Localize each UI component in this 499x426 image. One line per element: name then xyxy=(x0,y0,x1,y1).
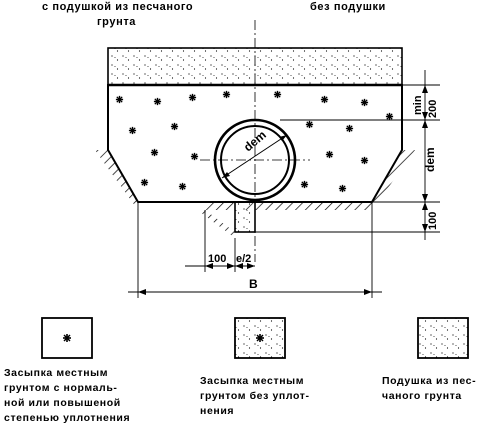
right-dimension-lines xyxy=(235,70,440,240)
legend-caption-uncompacted: Засыпка местным грунтом без уплот- нения xyxy=(200,375,310,417)
min-cover-label: min xyxy=(412,95,424,115)
bottom-dimension-lines xyxy=(128,202,382,298)
legend-swatch-sand xyxy=(417,317,469,359)
trench-depth-label: dem xyxy=(423,147,437,172)
sand-cushion xyxy=(234,201,256,233)
header-with-cushion: с подушкой из песчаного грунта xyxy=(42,1,194,28)
cushion-depth-label: 100 xyxy=(427,212,439,230)
header-without-cushion: без подушки xyxy=(310,1,386,13)
legend-swatch-uncompacted xyxy=(234,317,286,359)
cushion-offset-label: 100 xyxy=(208,253,226,265)
trench-width-label: B xyxy=(249,277,258,291)
legend-caption-compacted: Засыпка местным грунтом с нормаль- ной и… xyxy=(4,367,131,424)
legend-caption-sand-cushion: Подушка из пес- чаного грунта xyxy=(382,375,477,402)
legend-swatch-compacted xyxy=(41,317,93,359)
min-cover-value: 200 xyxy=(427,100,439,118)
half-trench-label: e/2 xyxy=(236,253,251,265)
ground-hatching xyxy=(95,150,415,238)
